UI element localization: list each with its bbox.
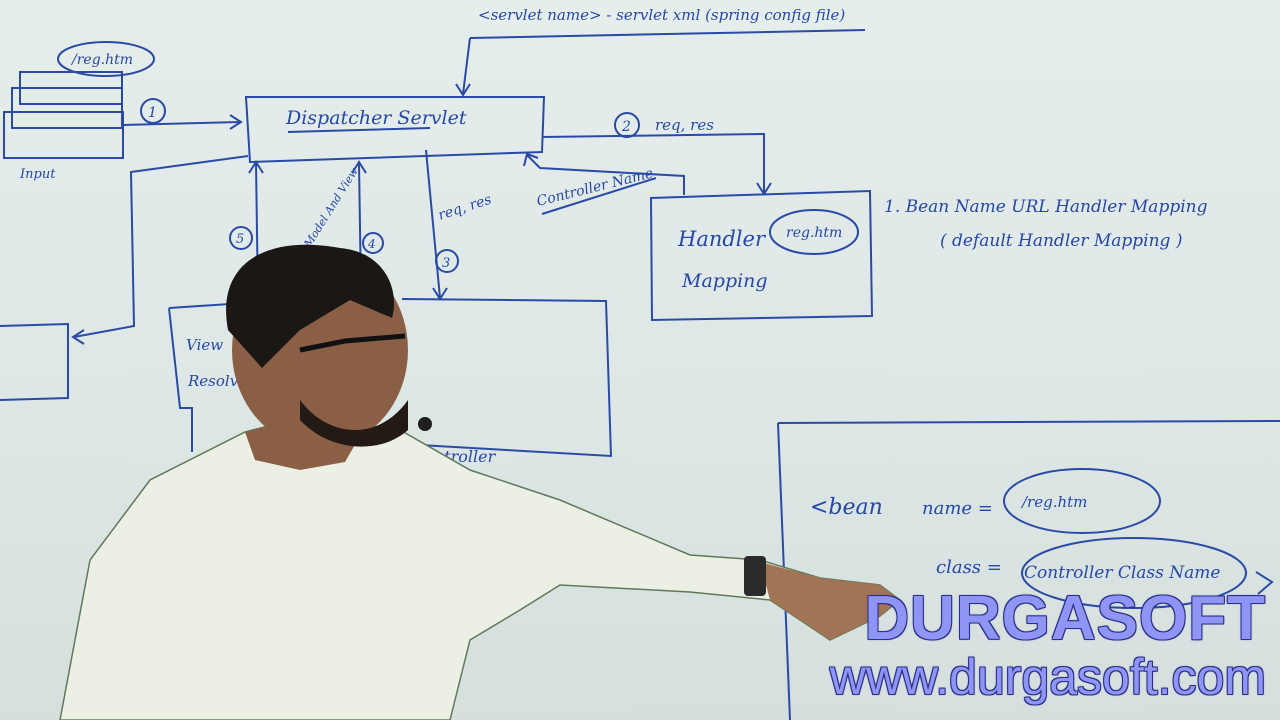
presenter-hand <box>760 562 900 640</box>
dispatcher-label: Dispatcher Servlet <box>285 107 467 129</box>
wristwatch <box>744 556 766 596</box>
config-line <box>469 29 866 39</box>
step5-circle <box>229 226 253 250</box>
view-box <box>0 322 69 401</box>
top-annotation: <servlet name> - servlet xml (spring con… <box>478 6 845 24</box>
watermark-url: www.durgasoft.com <box>829 649 1266 705</box>
note-line1: 1. Bean Name URL Handler Mapping <box>884 197 1208 217</box>
controller-box <box>401 298 613 458</box>
dispatcher-box <box>244 96 546 164</box>
bean-name-oval <box>1003 468 1161 534</box>
step4-number: 4 <box>367 237 376 251</box>
handler-mapping-line1: Handler <box>677 227 767 251</box>
handler-mapping-box <box>649 189 874 322</box>
bean-close-bracket <box>1255 571 1274 595</box>
config-arrow <box>455 37 471 97</box>
view-resolver-box <box>168 303 231 452</box>
step2-number: 2 <box>621 119 631 135</box>
bean-class-oval <box>1021 537 1247 609</box>
handler-mapping-line2: Mapping <box>681 270 768 292</box>
lapel-microphone <box>418 417 432 431</box>
step3-number: 3 <box>442 256 450 271</box>
handler-url-oval <box>769 209 859 255</box>
step1-circle <box>140 98 166 124</box>
input-url-oval <box>57 41 155 77</box>
step3-circle <box>435 249 459 273</box>
controller-name-underline <box>541 177 657 215</box>
dispatcher-underline <box>287 127 431 133</box>
watermark-brand: DURGASOFT <box>864 584 1266 653</box>
glasses <box>299 333 406 353</box>
step5-number: 5 <box>236 232 244 247</box>
bean-name-value: /reg.htm <box>1020 493 1087 511</box>
handler-mapping-url: reg.htm <box>786 225 842 241</box>
step4-circle <box>362 232 384 254</box>
bean-name-attr: name = <box>922 498 993 519</box>
step1-number: 1 <box>148 105 157 121</box>
input-page-front <box>3 111 124 159</box>
input-page-mid <box>11 87 123 129</box>
input-label: Input <box>19 167 56 182</box>
bean-class-value: Controller Class Name <box>1024 563 1220 583</box>
view-resolver-line1: View <box>186 336 223 354</box>
presenter-beard <box>300 400 408 447</box>
bean-open: <bean <box>810 495 883 520</box>
note-line2: ( default Handler Mapping ) <box>940 231 1182 251</box>
step2-req-res: req, res <box>655 116 714 134</box>
controller-name-arrow <box>523 152 685 195</box>
step1-arrow <box>122 114 243 130</box>
input-url: /reg.htm <box>70 52 133 68</box>
bean-class-attr: class = <box>936 557 1002 578</box>
presenter-hair <box>226 244 395 368</box>
step2-circle <box>614 112 640 138</box>
watermark: DURGASOFT www.durgasoft.com <box>829 584 1266 705</box>
view-return-arrow <box>71 155 249 345</box>
